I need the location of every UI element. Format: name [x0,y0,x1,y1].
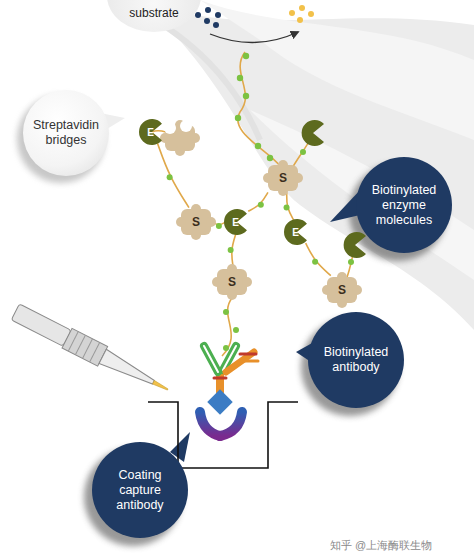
reaction-arrow [210,32,298,43]
callout-bubble: Biotinylated antibody [308,312,404,408]
biotin-dot [167,174,173,180]
substrate-bubble: substrate [107,0,201,32]
biotin-dot [312,259,318,265]
biotin-strand [157,143,188,207]
biotin-strand [306,243,331,275]
node-letter: S [192,215,200,229]
streptavidin-node: S [263,160,303,196]
enzyme-node: E [283,218,311,246]
biotin-dot [228,247,234,253]
callout-text: Streptavidin bridges [31,118,101,148]
callout-text: Biotinylated antibody [316,345,396,375]
watermark: 知乎 @上海酶联生物 [330,538,432,553]
node-letter: S [279,171,287,185]
callout-bubble: Streptavidin bridges [23,90,109,176]
capture-antibody [200,412,242,464]
substrate-dots [195,5,314,43]
antigen-diamond [207,389,232,414]
detection-antibody [204,346,258,392]
callout-text: Coating capture antibody [100,468,180,513]
callout-text: substrate [129,6,178,20]
biotin-dots [165,53,354,351]
callout-tails [95,112,362,462]
enzyme-node: E [138,118,166,146]
pipette [10,302,172,399]
callout-text: Biotinylated enzyme molecules [364,183,444,228]
streptavidin-node: S [212,264,252,300]
node-letter: E [232,217,239,228]
biotin-strands [152,52,354,356]
biotin-dot [258,202,264,208]
streptavidin-shape [160,120,200,156]
streptavidin-node: S [322,272,362,308]
node-letter: S [338,283,346,297]
enzyme-shape [302,120,324,146]
enzyme-shape [344,232,366,258]
biotin-dot [284,205,290,211]
background-waves [120,0,474,330]
node-letter: E [292,227,299,238]
node-letter: S [228,275,236,289]
biotin-dot [216,223,222,229]
streptavidin-node: S [176,204,216,240]
biotin-strand [248,192,268,211]
callout-bubble: Coating capture antibody [92,442,188,538]
enzyme-node: E [223,208,251,236]
callout-bubble: Biotinylated enzyme molecules [356,157,452,253]
node-letter: E [147,127,154,138]
